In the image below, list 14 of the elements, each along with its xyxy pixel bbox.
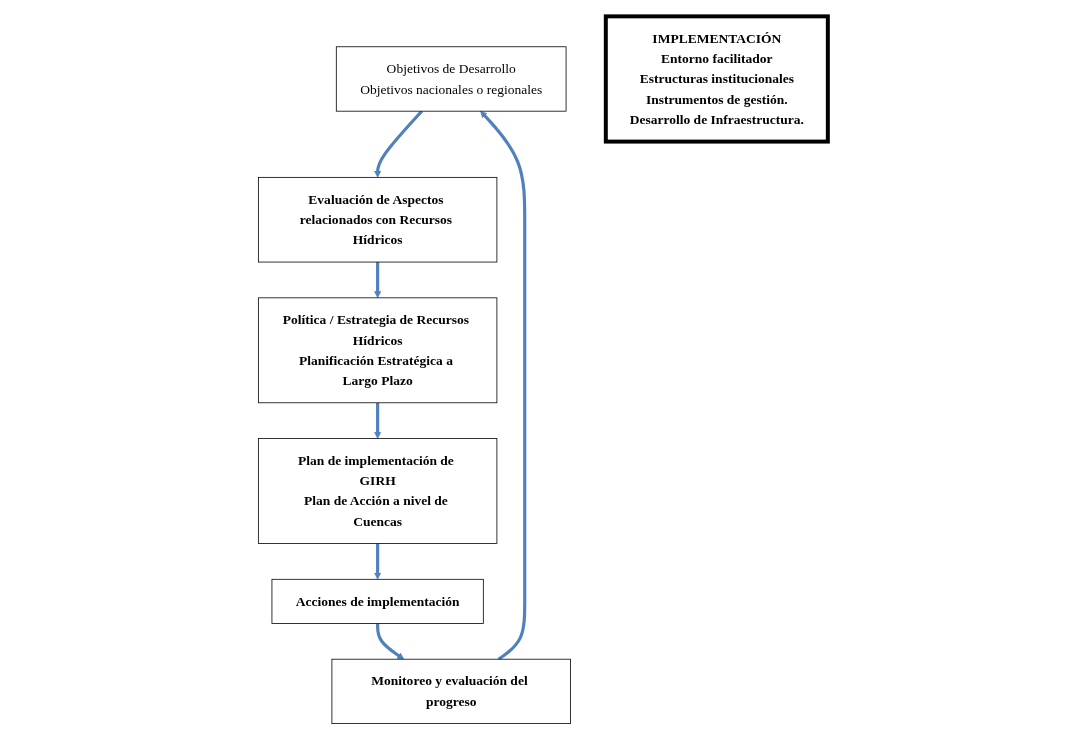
node-box	[257, 177, 498, 263]
node-box	[257, 297, 498, 404]
arrow	[374, 110, 423, 178]
node-box	[271, 578, 484, 624]
arrow	[374, 262, 381, 299]
node-box	[603, 14, 830, 144]
node-box	[335, 46, 567, 112]
cycle-diagram: Objetivos de Desarrollo Objetivos nacionales o regionales Evaluación de Aspectos relacionados con Recursos Hídricos Política / Estrategia de Recursos Hídricos Planificación Estratégica a Largo Plazo Plan de implementación de GIRH Plan de Acción a nivel de Cuencas Acciones de implementación Monitoreo y evaluación del progreso IMPLEMENTACIÓN Entorno facilitador Estructuras institucionales Instrumentos de gestión. Desarrollo de Infraestructura.	[251, 10, 835, 730]
node-box	[257, 438, 498, 544]
arrow	[374, 543, 381, 580]
node-box	[331, 658, 571, 724]
arrow	[480, 110, 527, 661]
arrow	[375, 623, 405, 660]
arrow	[374, 402, 381, 439]
